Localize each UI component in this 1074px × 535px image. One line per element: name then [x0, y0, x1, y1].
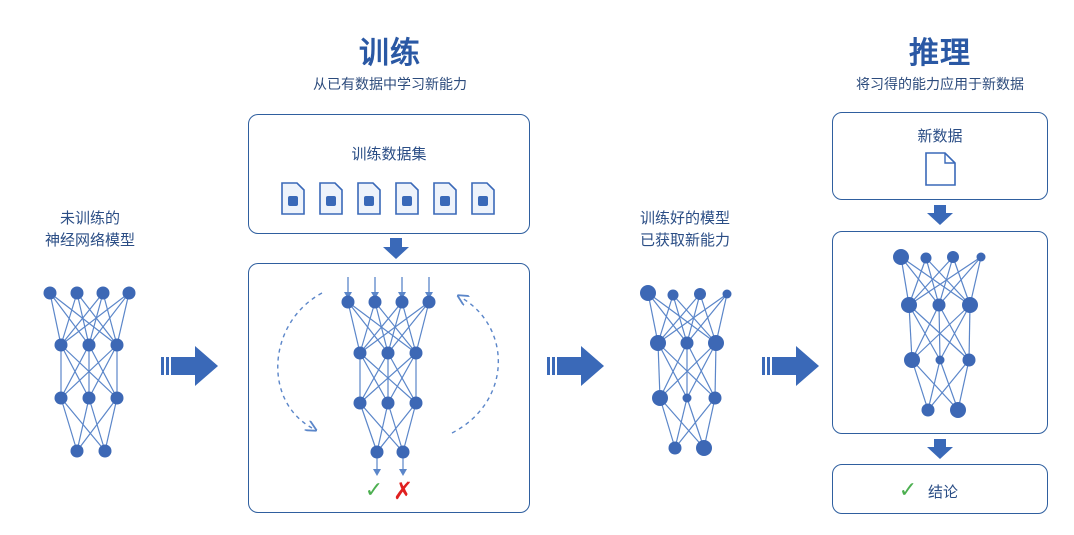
- new-data-label: 新数据: [917, 127, 963, 145]
- arrow-training-to-trained: [547, 346, 604, 386]
- feedback-arc-right: [451, 298, 500, 434]
- document-icon: [471, 182, 495, 215]
- training-subtitle: 从已有数据中学习新能力: [313, 77, 467, 93]
- trained-model-label-line2: 已获取新能力: [639, 231, 730, 249]
- training-model-box: [248, 263, 530, 513]
- document-icon: [433, 182, 457, 215]
- trained-network: [640, 285, 732, 456]
- wrong-mark: ✗: [392, 477, 414, 505]
- document-icon: [319, 182, 343, 215]
- document-icon: [357, 182, 381, 215]
- training-dataset-label: 训练数据集: [351, 145, 427, 163]
- inference-network: [893, 249, 986, 418]
- arrow-untrained-to-training: [161, 346, 218, 386]
- document-icon: [925, 152, 956, 186]
- feedback-arc-left: [277, 292, 323, 428]
- document-icon: [281, 182, 305, 215]
- arrow-down-conclusion: [927, 439, 953, 459]
- arrow-trained-to-inference: [762, 346, 819, 386]
- inference-title: 推理: [909, 36, 971, 71]
- correct-mark: ✓: [364, 478, 384, 503]
- untrained-model-label-line2: 神经网络模型: [44, 231, 135, 249]
- trained-model-label: 训练好的模型 已获取新能力: [610, 207, 760, 251]
- training-network: [341, 277, 436, 476]
- document-icon: [395, 182, 419, 215]
- arrow-down-new-data: [927, 205, 953, 225]
- conclusion-check-mark: ✓: [898, 478, 918, 503]
- untrained-network: [43, 286, 136, 458]
- conclusion-box: [832, 464, 1048, 514]
- trained-model-label-line1: 训练好的模型: [639, 209, 730, 227]
- untrained-model-label-line1: 未训练的: [59, 209, 120, 227]
- document-icons: [281, 182, 495, 215]
- conclusion-label: 结论: [928, 483, 959, 501]
- arrow-down-dataset: [383, 238, 409, 259]
- inference-subtitle: 将习得的能力应用于新数据: [856, 77, 1024, 93]
- training-title: 训练: [359, 36, 421, 71]
- untrained-model-label: 未训练的 神经网络模型: [20, 207, 160, 251]
